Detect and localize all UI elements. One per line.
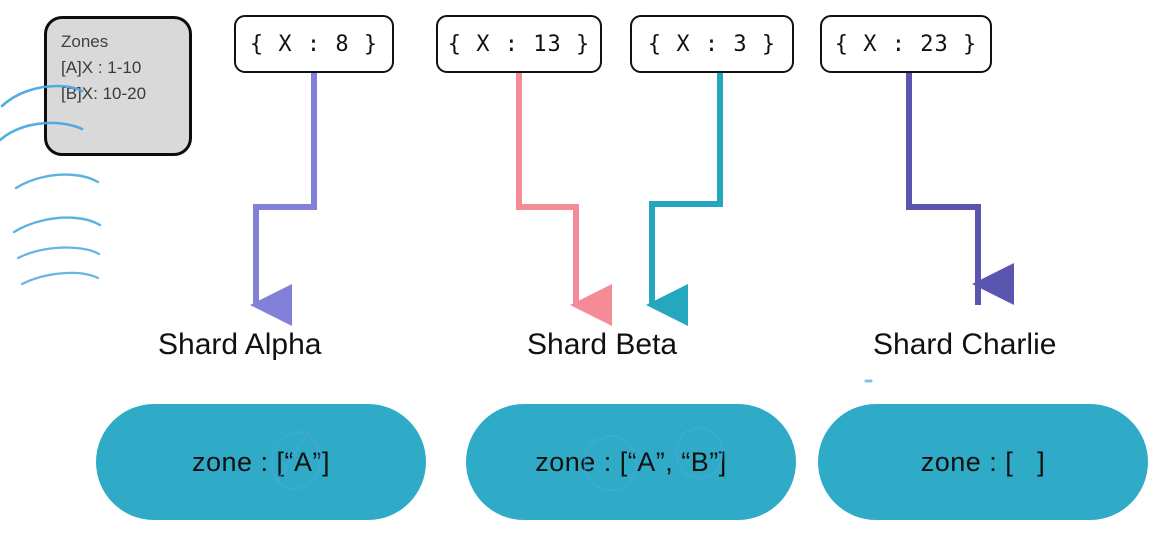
zones-legend-title: Zones	[61, 32, 109, 51]
zone-pill-charlie: zone : [ ]	[818, 404, 1148, 520]
document-box-x8-label: { X : 8 }	[249, 31, 379, 57]
ink-stroke-1	[14, 173, 100, 190]
ink-stroke-2	[12, 216, 102, 234]
zone-pill-beta: zone : [“A”, “B”]	[466, 404, 796, 520]
shard-label-alpha: Shard Alpha	[158, 328, 322, 361]
ink-stroke-3	[16, 246, 101, 260]
zones-legend-row-a: [A]X : 1-10	[61, 57, 142, 77]
ink-circle-beta-a	[583, 434, 638, 492]
document-box-x8: { X : 8 }	[234, 15, 394, 73]
document-box-x13-label: { X : 13 }	[447, 31, 591, 57]
connector-doc-1-to-shard-beta	[516, 73, 612, 326]
connector-doc-2-to-shard-beta	[646, 73, 723, 326]
document-box-x13: { X : 13 }	[436, 15, 602, 73]
zones-legend-row-b: [B]X: 10-20	[61, 83, 147, 103]
shard-label-charlie: Shard Charlie	[873, 328, 1057, 361]
zone-pill-beta-value: zone : [“A”, “B”]	[535, 446, 727, 477]
ink-stroke-4	[20, 271, 100, 286]
shard-label-beta: Shard Beta	[527, 328, 678, 361]
document-box-x23-label: { X : 23 }	[834, 31, 978, 57]
connector-doc-0-to-shard-alpha	[250, 73, 317, 326]
document-box-x3-label: { X : 3 }	[647, 31, 777, 57]
ink-stroke-pointer-a	[0, 84, 84, 108]
document-box-x23: { X : 23 }	[820, 15, 992, 73]
zone-pill-alpha: zone : [“A”]	[96, 404, 426, 520]
ink-stroke-pointer-b	[0, 121, 84, 142]
ink-slash-zone-a	[275, 429, 311, 483]
document-box-x3: { X : 3 }	[630, 15, 794, 73]
ink-circle-beta-b	[675, 426, 724, 480]
connector-doc-3-to-shard-charlie	[906, 73, 1014, 305]
zone-pill-charlie-value: zone : [ ]	[920, 446, 1046, 477]
ink-circle-zone-a	[270, 430, 322, 490]
